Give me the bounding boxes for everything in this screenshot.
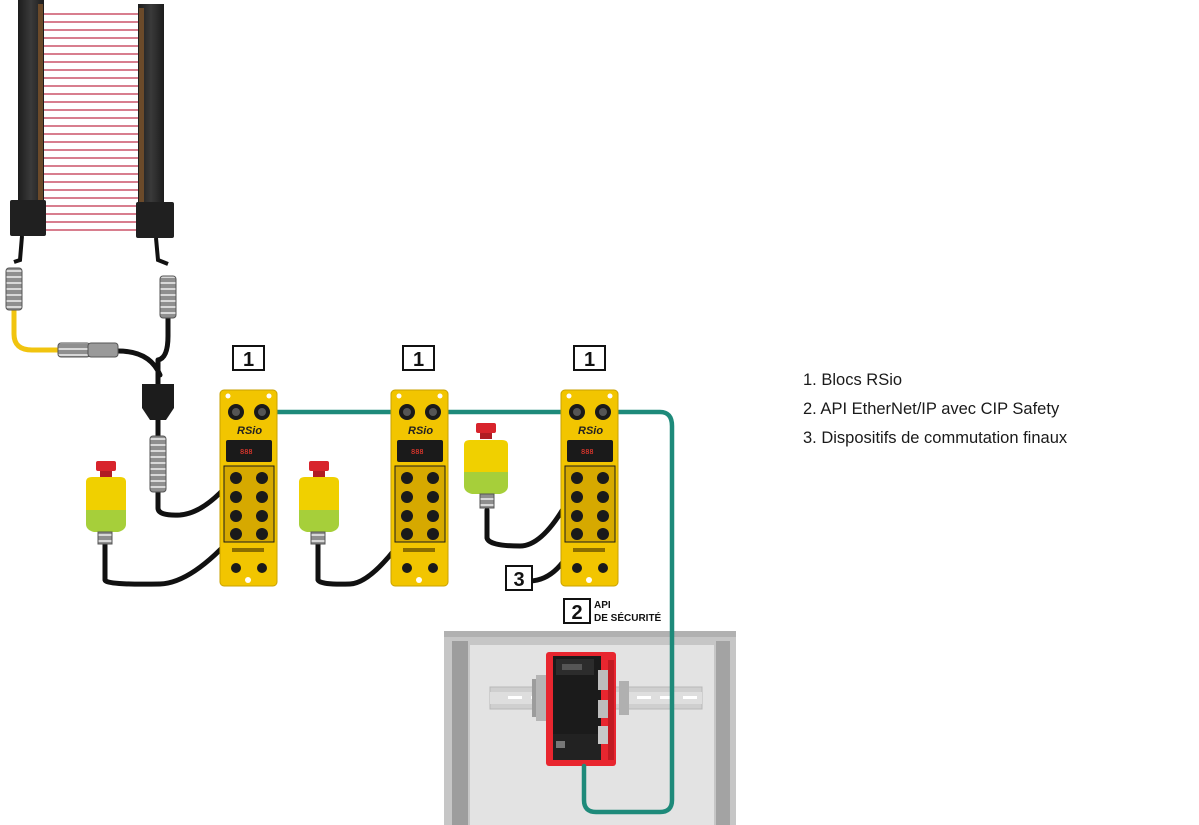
safety-plc [546, 652, 616, 766]
tag-number: 1 [584, 349, 595, 371]
tag-number: 3 [513, 569, 524, 591]
legend-item-end-devices: 3. Dispositifs de commutation finaux [803, 429, 1068, 447]
plc-label-line1: API [594, 600, 611, 611]
light-curtain-emitter [10, 0, 46, 236]
legend-item-safety-plc: 2. API EtherNet/IP avec CIP Safety [803, 400, 1060, 418]
safety-light-curtain [5, 0, 177, 319]
tag-end-devices: 3 [505, 565, 533, 591]
module-logo: RSio [237, 425, 262, 437]
tag-number: 2 [571, 602, 582, 624]
io-cables [102, 315, 581, 587]
rsio-module-2: RSio 888 [390, 389, 449, 587]
module-logo: RSio [408, 425, 433, 437]
tag-number: 1 [413, 349, 424, 371]
tag-number: 1 [243, 349, 254, 371]
light-beams [42, 13, 140, 231]
plc-label-line2: DE SÉCURITÉ [594, 611, 662, 624]
yellow-cable [11, 307, 61, 353]
tag-safety-plc: 2 API DE SÉCURITÉ [563, 598, 662, 624]
legend-item-rsio-blocks: 1. Blocs RSio [803, 371, 903, 389]
module-display: 888 [240, 448, 253, 456]
legend: 1. Blocs RSio 2. API EtherNet/IP avec CI… [803, 366, 1067, 453]
rsio-module-1: RSio 888 [219, 389, 278, 587]
light-curtain-receiver [136, 4, 174, 238]
estop-station-1 [86, 461, 126, 545]
y-splitter [57, 342, 174, 493]
module-display: 888 [581, 448, 594, 456]
estop-station-2 [299, 461, 339, 545]
module-logo: RSio [578, 425, 603, 437]
tag-rsio-block-1: 1 [232, 345, 265, 371]
estop-station-3 [464, 423, 508, 509]
control-cabinet [444, 631, 736, 825]
tag-rsio-block-2: 1 [402, 345, 435, 371]
network-cables [263, 409, 675, 815]
tag-rsio-block-3: 1 [573, 345, 606, 371]
rsio-module-3: RSio 888 [560, 389, 619, 587]
module-display: 888 [411, 448, 424, 456]
